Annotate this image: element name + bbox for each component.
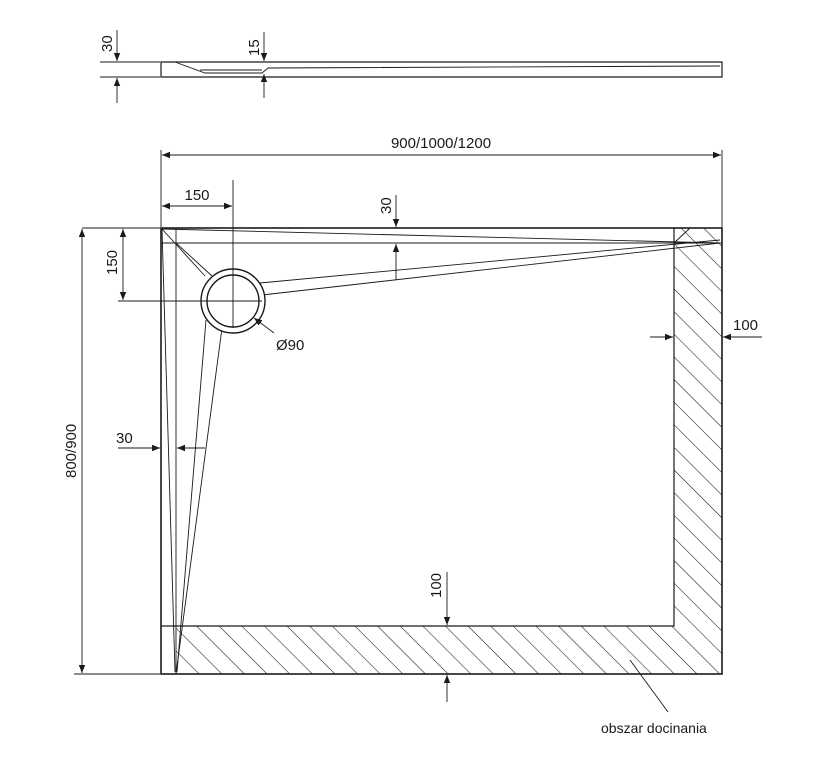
- depth-label: 800/900: [63, 424, 80, 478]
- drain-x-label: 150: [184, 187, 209, 204]
- drain-y-label: 150: [104, 250, 121, 275]
- trim-zone-right: [674, 228, 722, 674]
- slope-line-7: [161, 228, 206, 277]
- profile-height-label: 30: [99, 35, 116, 52]
- slope-line-6: [175, 327, 223, 675]
- plan-view: 900/1000/1200 150 150 Ø90 30 30 100 100 …: [63, 135, 762, 736]
- slope-line-5: [176, 319, 207, 673]
- trim-zone-corner-gap: [161, 626, 176, 674]
- drain-diameter-leader: [253, 317, 275, 334]
- tray-outline: [160, 227, 723, 675]
- profile-outline: [160, 61, 723, 78]
- right-trim-label: 100: [733, 317, 758, 334]
- slope-line-8: [175, 242, 213, 277]
- left-border-label: 30: [116, 430, 133, 447]
- trim-zone-leader: [629, 659, 669, 713]
- trim-zone-bottom: [176, 626, 674, 674]
- profile-depth-label: 15: [246, 39, 263, 56]
- slope-line-3: [261, 242, 721, 296]
- top-border-label: 30: [378, 197, 395, 214]
- trim-boundary: [161, 228, 675, 627]
- drain-diameter-label: Ø90: [276, 337, 304, 354]
- bottom-trim-label: 100: [428, 573, 445, 598]
- slope-line-4: [161, 228, 176, 673]
- slope-line-9: [673, 227, 691, 244]
- profile-slope: [174, 61, 721, 74]
- profile-view: 30 15: [99, 30, 723, 103]
- slope-line-2: [259, 239, 721, 284]
- width-label: 900/1000/1200: [391, 135, 491, 152]
- trim-zone-label: obszar docinania: [601, 720, 707, 736]
- slope-line-1: [161, 228, 721, 244]
